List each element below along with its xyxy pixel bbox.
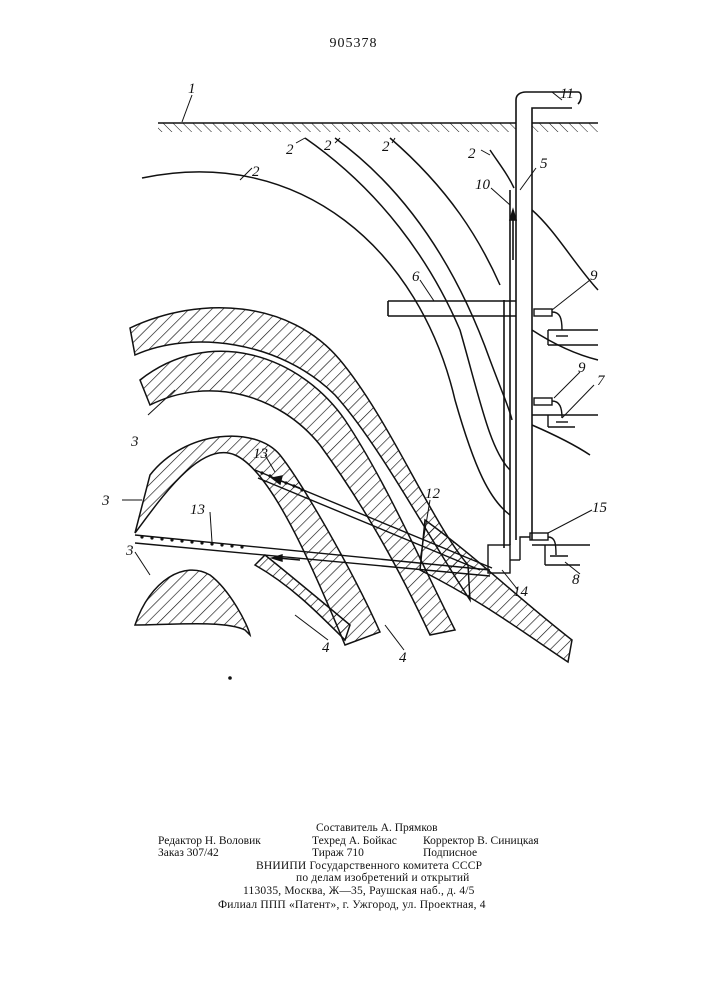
label-1: 1 — [188, 81, 196, 97]
label-3a: 3 — [130, 434, 139, 450]
label-5: 5 — [540, 156, 548, 172]
coal-seams — [130, 308, 572, 662]
label-10: 10 — [475, 177, 491, 193]
label-2c: 2 — [324, 138, 332, 154]
label-12: 12 — [425, 486, 441, 502]
label-2a: 2 — [252, 164, 260, 180]
label-9b: 9 — [578, 360, 586, 376]
label-2e: 2 — [468, 146, 476, 162]
label-9a: 9 — [590, 268, 598, 284]
label-7: 7 — [597, 373, 606, 389]
label-15: 15 — [592, 500, 608, 516]
subscription: Подписное — [423, 847, 477, 860]
order: Заказ 307/42 — [158, 847, 219, 860]
label-3b: 3 — [101, 493, 110, 509]
label-8: 8 — [572, 572, 580, 588]
institute-line2: по делам изобретений и открытий — [296, 872, 470, 885]
branch: Филиал ППП «Патент», г. Ужгород, ул. Про… — [218, 899, 486, 912]
label-14: 14 — [513, 584, 529, 600]
stray-dot — [228, 676, 232, 680]
label-2b: 2 — [286, 142, 294, 158]
label-6: 6 — [412, 269, 420, 285]
label-13b: 13 — [190, 502, 205, 518]
circulation: Тираж 710 — [312, 847, 364, 860]
label-4a: 4 — [322, 640, 330, 656]
address: 113035, Москва, Ж—35, Раушская наб., д. … — [243, 885, 475, 898]
label-2d: 2 — [382, 139, 390, 155]
label-11: 11 — [560, 86, 574, 102]
label-4b: 4 — [399, 650, 407, 666]
label-13a: 13 — [253, 446, 268, 462]
label-3c: 3 — [125, 543, 134, 559]
composer: Составитель А. Прямков — [316, 822, 438, 835]
